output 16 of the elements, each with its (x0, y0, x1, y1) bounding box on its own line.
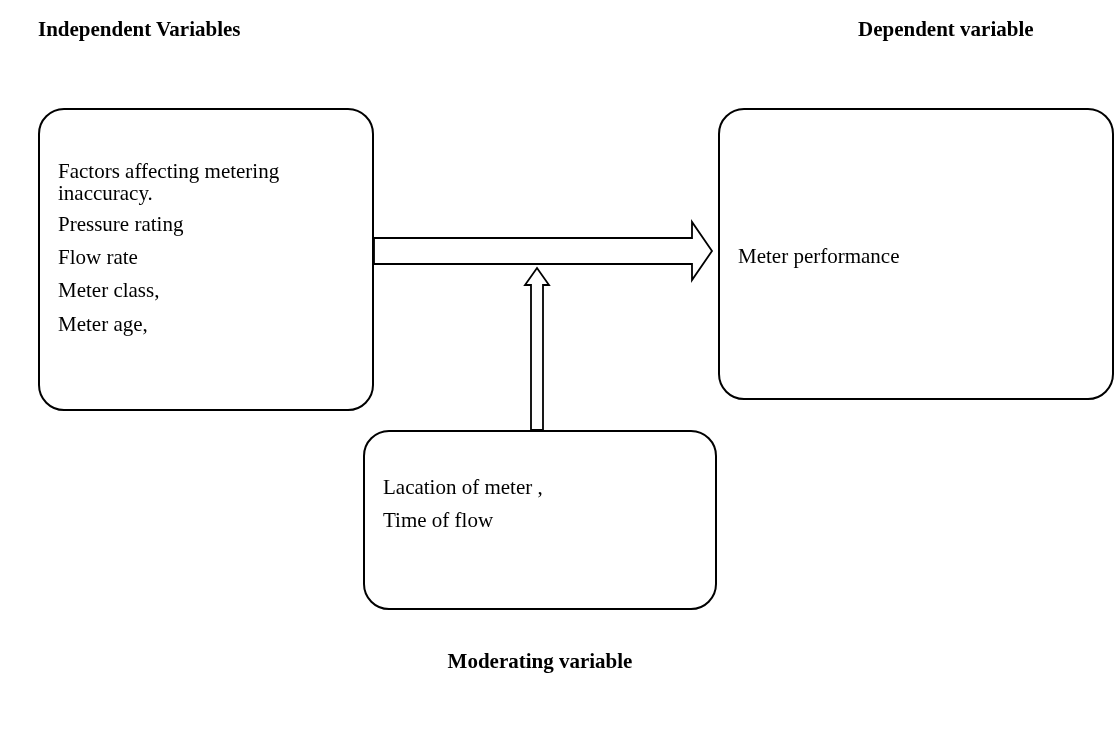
block-arrow (373, 219, 714, 283)
variable-text: Time of flow (383, 508, 495, 534)
variable-box (718, 108, 1114, 400)
section-heading: Dependent variable (858, 17, 1034, 42)
variable-text: Meter performance (738, 244, 901, 270)
variable-text: Meter age, (58, 311, 149, 337)
box-heading: Factors affecting metering inaccuracy. (58, 160, 281, 205)
variable-text: Flow rate (58, 245, 139, 271)
section-heading: Independent Variables (38, 17, 241, 42)
variable-text: Meter class, (58, 278, 161, 304)
variable-box (38, 108, 374, 411)
variable-text: Pressure rating (58, 212, 185, 238)
section-heading: Moderating variable (447, 649, 633, 674)
block-arrow (523, 266, 551, 431)
variable-text: Lacation of meter , (383, 475, 544, 501)
variable-box (363, 430, 717, 610)
